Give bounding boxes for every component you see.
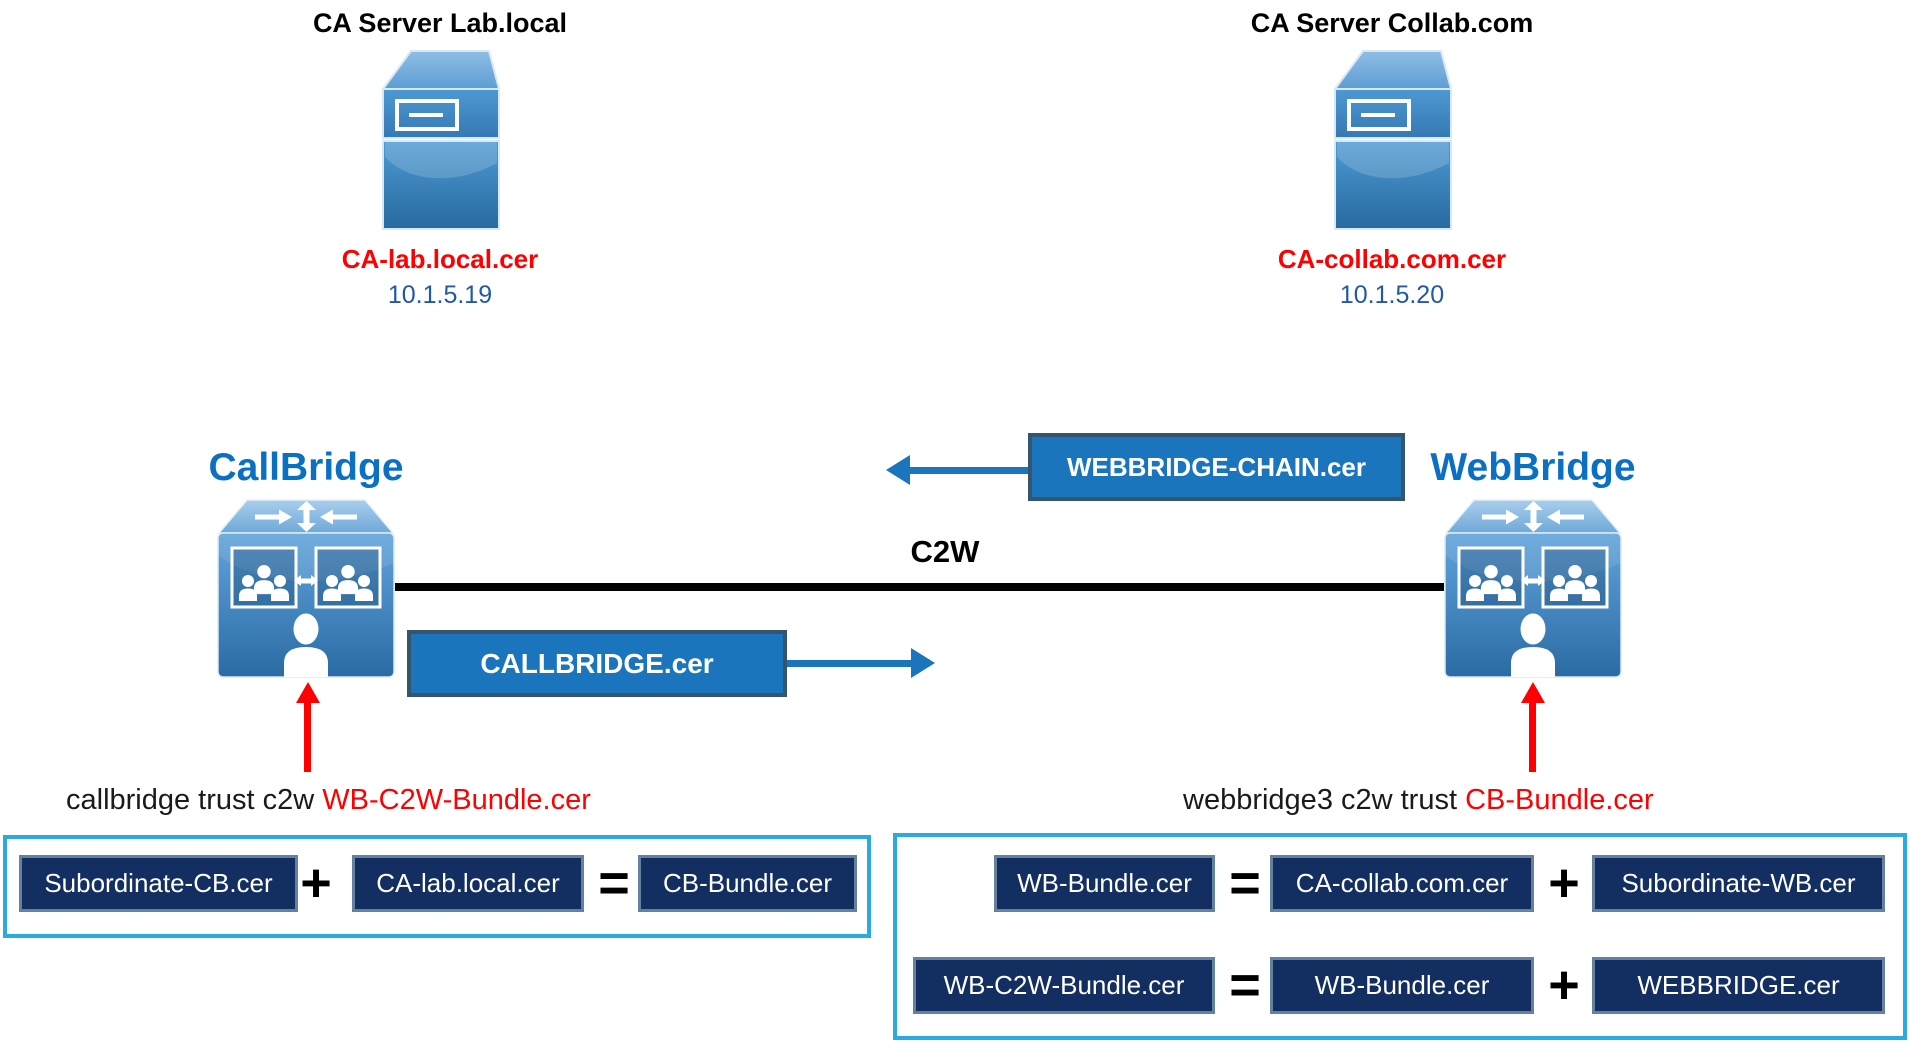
callbridge-cube-icon [217, 497, 395, 678]
chain-arrow-shaft [908, 467, 1028, 474]
ca-server-right-cert: CA-collab.com.cer [1277, 244, 1507, 274]
callbridge-arrow-right-icon [911, 648, 935, 678]
ca-server-left-icon [377, 45, 505, 231]
ca-server-right-ip: 10.1.5.20 [1339, 281, 1445, 309]
webbridge-trust-arrow-up-icon [1521, 682, 1545, 703]
webbridge-chain-cert-box: WEBBRIDGE-CHAIN.cer [1028, 433, 1405, 501]
equals-operator: = [598, 853, 630, 913]
c2w-line [395, 583, 1444, 591]
callbridge-trust-caption: callbridge trust c2w WB-C2W-Bundle.cer [66, 784, 591, 817]
cb-bundle-cert-box: CB-Bundle.cer [638, 855, 857, 912]
callbridge-arrow-shaft [787, 660, 913, 667]
ca-server-left-title: CA Server Lab.local [312, 8, 568, 38]
plus-operator: + [1548, 955, 1580, 1015]
c2w-label: C2W [910, 534, 980, 569]
callbridge-trust-arrow-up-icon [296, 682, 320, 703]
callbridge-cert-label: CALLBRIDGE.cer [480, 647, 714, 679]
callbridge-cert-box: CALLBRIDGE.cer [407, 630, 787, 697]
webbridge-trust-arrow-shaft [1529, 702, 1536, 772]
subordinate-wb-cert-box: Subordinate-WB.cer [1592, 855, 1885, 912]
ca-server-left-ip: 10.1.5.19 [387, 281, 493, 309]
callbridge-trust-prefix: callbridge trust c2w [66, 784, 323, 816]
ca-server-right-icon [1329, 45, 1457, 231]
callbridge-trust-arrow-shaft [304, 702, 311, 772]
wb-bundle-cert-box: WB-Bundle.cer [1270, 957, 1534, 1014]
ca-server-left-cert: CA-lab.local.cer [341, 244, 539, 274]
equals-operator: = [1229, 955, 1261, 1015]
webbridge-trust-prefix: webbridge3 c2w trust [1183, 784, 1466, 816]
webbridge-label: WebBridge [1430, 446, 1636, 489]
wb-bundle-formula-container: WB-Bundle.cer = CA-collab.com.cer + Subo… [893, 833, 1907, 1040]
webbridge-cert-box: WEBBRIDGE.cer [1592, 957, 1885, 1014]
webbridge-cube-icon [1444, 497, 1622, 678]
wb-c2w-bundle-cert-box: WB-C2W-Bundle.cer [913, 957, 1215, 1014]
ca-collab-com-cert-box: CA-collab.com.cer [1270, 855, 1534, 912]
callbridge-trust-cert: WB-C2W-Bundle.cer [322, 784, 591, 816]
wb-bundle-cert-box: WB-Bundle.cer [994, 855, 1215, 912]
equals-operator: = [1229, 853, 1261, 913]
ca-lab-local-cert-box: CA-lab.local.cer [352, 855, 584, 912]
plus-operator: + [1548, 853, 1580, 913]
cb-bundle-formula-container: Subordinate-CB.cer + CA-lab.local.cer = … [3, 835, 871, 938]
plus-operator: + [300, 853, 332, 913]
ca-server-right-title: CA Server Collab.com [1250, 8, 1534, 38]
webbridge-chain-cert-label: WEBBRIDGE-CHAIN.cer [1066, 451, 1367, 482]
chain-arrow-left-icon [886, 455, 910, 485]
callbridge-label: CallBridge [208, 446, 404, 489]
subordinate-cb-cert-box: Subordinate-CB.cer [19, 855, 298, 912]
webbridge-trust-caption: webbridge3 c2w trust CB-Bundle.cer [1183, 784, 1654, 817]
webbridge-trust-cert: CB-Bundle.cer [1465, 784, 1654, 816]
